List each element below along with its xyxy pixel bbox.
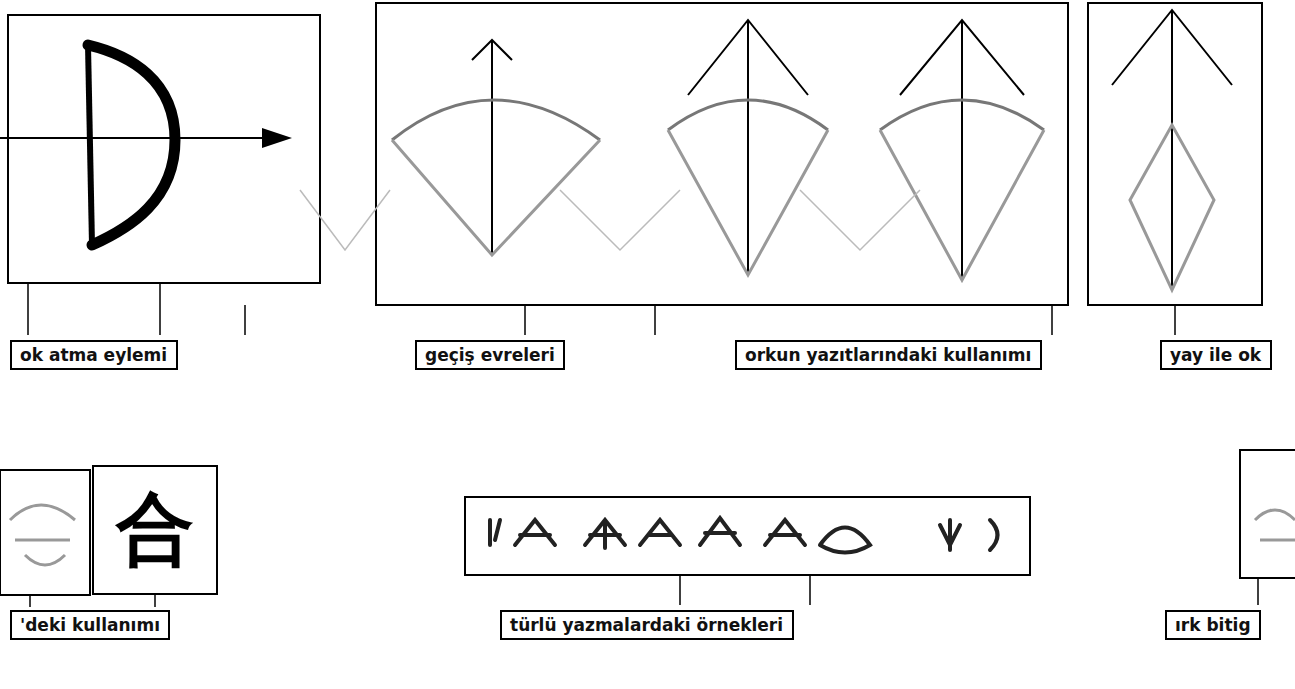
label-text: türlü yazmalardaki örnekleri — [510, 615, 783, 635]
label-text: ok atma eylemi — [20, 345, 167, 365]
bow-arrow — [0, 45, 292, 245]
glyph-samples — [490, 518, 998, 553]
label-box: türlü yazmalardaki örnekleri — [500, 610, 794, 640]
label-box: yay ile ok — [1160, 340, 1272, 370]
label-box: ok atma eylemi — [10, 340, 178, 370]
label-text: geçiş evreleri — [425, 345, 555, 365]
frame — [8, 15, 320, 283]
label-text: 'deki kullanımı — [20, 615, 160, 635]
arrow-phases — [300, 10, 1232, 290]
frame — [376, 3, 1068, 305]
label-box: 'deki kullanımı — [10, 610, 170, 640]
label-box: orkun yazıtlarındaki kullanımı — [735, 340, 1042, 370]
leader-lines — [28, 283, 1258, 607]
glyph-text: 合 — [116, 478, 194, 583]
label-text: yay ile ok — [1170, 345, 1261, 365]
frame — [1240, 450, 1295, 578]
label-box: ırk bitig — [1165, 610, 1261, 640]
glyph-box: 合 — [92, 465, 218, 595]
frame — [1088, 3, 1262, 305]
frame — [465, 497, 1030, 575]
label-text: ırk bitig — [1175, 615, 1251, 635]
label-text: orkun yazıtlarındaki kullanımı — [745, 345, 1031, 365]
label-box: geçiş evreleri — [415, 340, 565, 370]
